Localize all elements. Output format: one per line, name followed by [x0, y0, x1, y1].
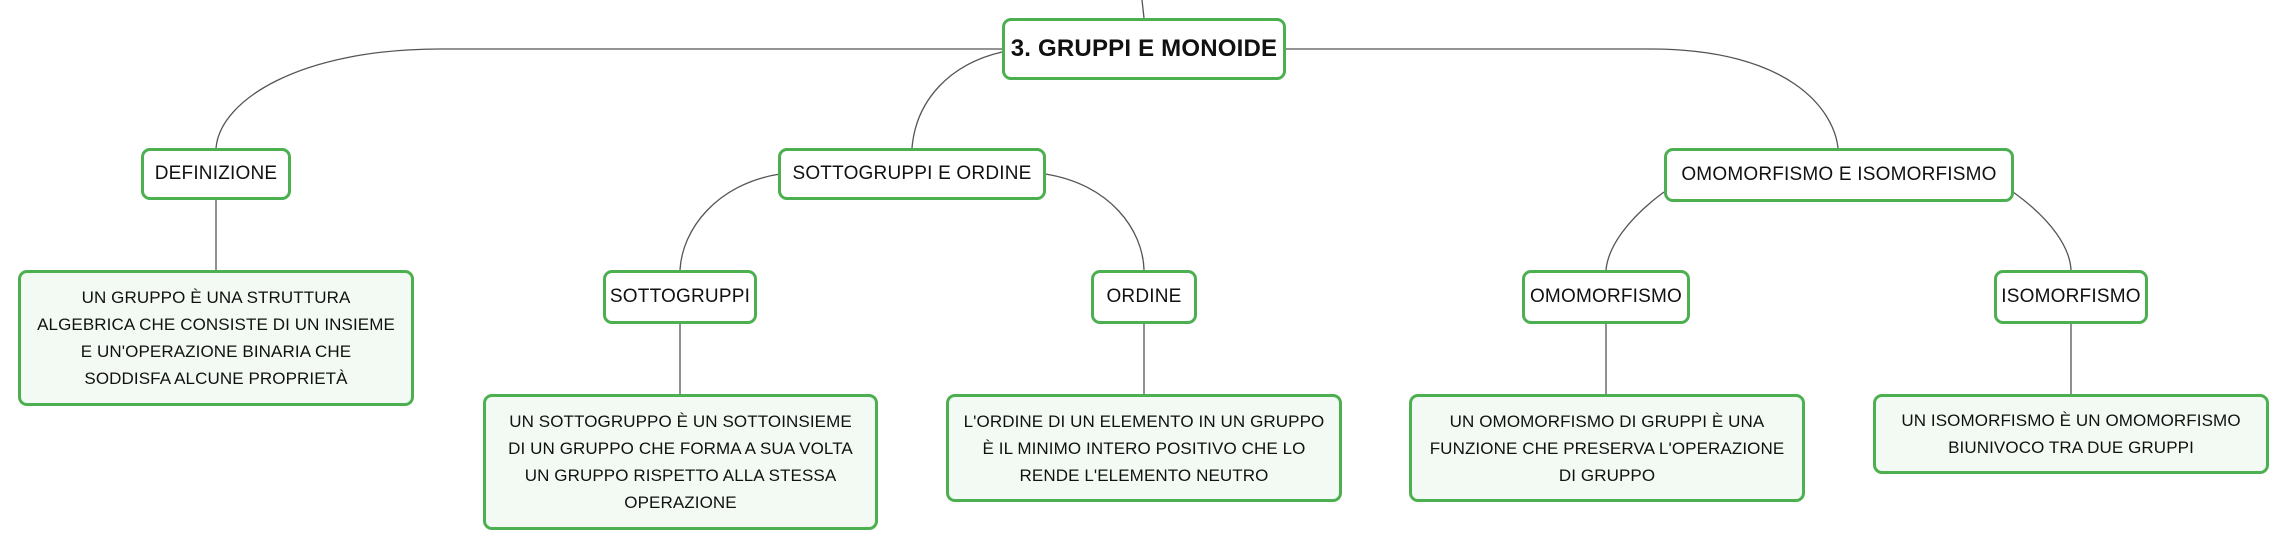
root-topic-label: 3. GRUPPI E MONOIDE [1010, 35, 1278, 62]
topic-omomorfismo-label: OMOMORFISMO [1529, 286, 1683, 307]
note-isomorfismo[interactable]: UN ISOMORFISMO È UN OMOMORFISMO BIUNIVOC… [1873, 394, 2269, 474]
topic-ordine-label: ORDINE [1106, 286, 1182, 307]
topic-sottogruppi-label: SOTTOGRUPPI [609, 286, 751, 307]
connector-parent-root [1141, 0, 1145, 19]
topic-definizione-label: DEFINIZIONE [154, 163, 278, 184]
connector-omo-iso-isomorfismo [2012, 191, 2072, 271]
topic-definizione[interactable]: DEFINIZIONE [141, 148, 291, 200]
note-ordine[interactable]: L'ORDINE DI UN ELEMENTO IN UN GRUPPO È I… [946, 394, 1342, 502]
note-sottogruppi[interactable]: UN SOTTOGRUPPO È UN SOTTOINSIEME DI UN G… [483, 394, 878, 530]
connector-sottogruppi-ordine-sottogruppi [679, 173, 781, 271]
note-definizione[interactable]: UN GRUPPO È UNA STRUTTURA ALGEBRICA CHE … [18, 270, 414, 406]
topic-sottogruppi[interactable]: SOTTOGRUPPI [603, 270, 757, 324]
note-isomorfismo-text: UN ISOMORFISMO È UN OMOMORFISMO BIUNIVOC… [1901, 411, 2241, 457]
note-sottogruppi-text: UN SOTTOGRUPPO È UN SOTTOINSIEME DI UN G… [508, 412, 853, 512]
connector-root-definizione [215, 48, 1002, 149]
topic-omomorfismo-e-isomorfismo[interactable]: OMOMORFISMO E ISOMORFISMO [1664, 148, 2014, 202]
topic-isomorfismo-label: ISOMORFISMO [2001, 286, 2141, 307]
topic-ordine[interactable]: ORDINE [1091, 270, 1197, 324]
connector-sottogruppi-ordine-ordine [1044, 173, 1145, 271]
topic-isomorfismo[interactable]: ISOMORFISMO [1994, 270, 2148, 324]
note-definizione-text: UN GRUPPO È UNA STRUTTURA ALGEBRICA CHE … [37, 288, 395, 388]
topic-omomorfismo-e-isomorfismo-label: OMOMORFISMO E ISOMORFISMO [1681, 164, 1997, 185]
note-omomorfismo-text: UN OMOMORFISMO DI GRUPPI È UNA FUNZIONE … [1429, 411, 1785, 485]
topic-omomorfismo[interactable]: OMOMORFISMO [1522, 270, 1690, 324]
note-ordine-text: L'ORDINE DI UN ELEMENTO IN UN GRUPPO È I… [963, 411, 1325, 485]
note-omomorfismo[interactable]: UN OMOMORFISMO DI GRUPPI È UNA FUNZIONE … [1409, 394, 1805, 502]
connector-root-sottogruppi-ordine [911, 51, 1003, 149]
connector-omo-iso-omomorfismo [1605, 191, 1665, 271]
connector-root-omomorfismo-isomorfismo [1286, 48, 1839, 149]
root-topic-gruppi-e-monoide[interactable]: 3. GRUPPI E MONOIDE [1002, 18, 1286, 80]
topic-sottogruppi-e-ordine[interactable]: SOTTOGRUPPI E ORDINE [778, 148, 1046, 200]
topic-sottogruppi-e-ordine-label: SOTTOGRUPPI E ORDINE [792, 163, 1032, 184]
